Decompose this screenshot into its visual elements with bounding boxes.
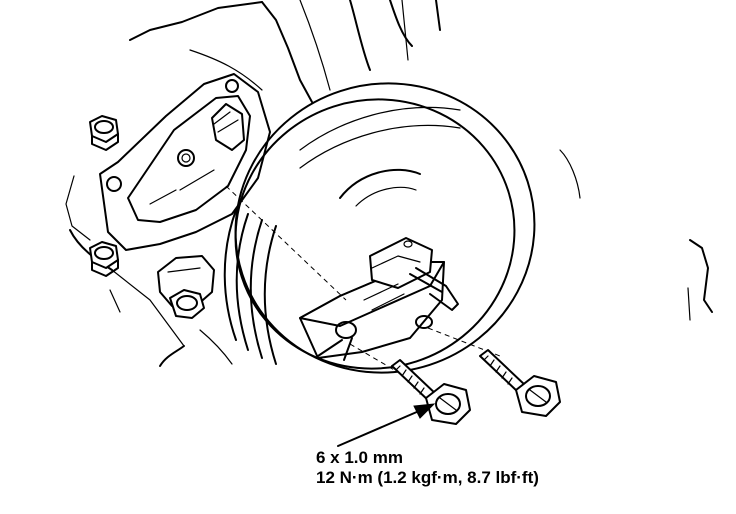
nut-lower-left (89, 241, 119, 277)
sensor-bracket (157, 255, 215, 319)
callout-arrow (337, 403, 436, 447)
nut-upper-left (89, 115, 119, 151)
timing-belt-tensioner (299, 237, 445, 361)
crankshaft-pulley (223, 82, 536, 374)
tensioner-bolt-right (479, 349, 561, 417)
torque-spec-label: 12 N·m (1.2 kgf·m, 8.7 lbf·ft) (316, 468, 539, 487)
tensioner-bolt-left (391, 359, 471, 425)
engine-block-outline (65, 0, 713, 367)
bolt-size-label: 6 x 1.0 mm (316, 448, 403, 467)
retaining-pin (409, 267, 459, 311)
